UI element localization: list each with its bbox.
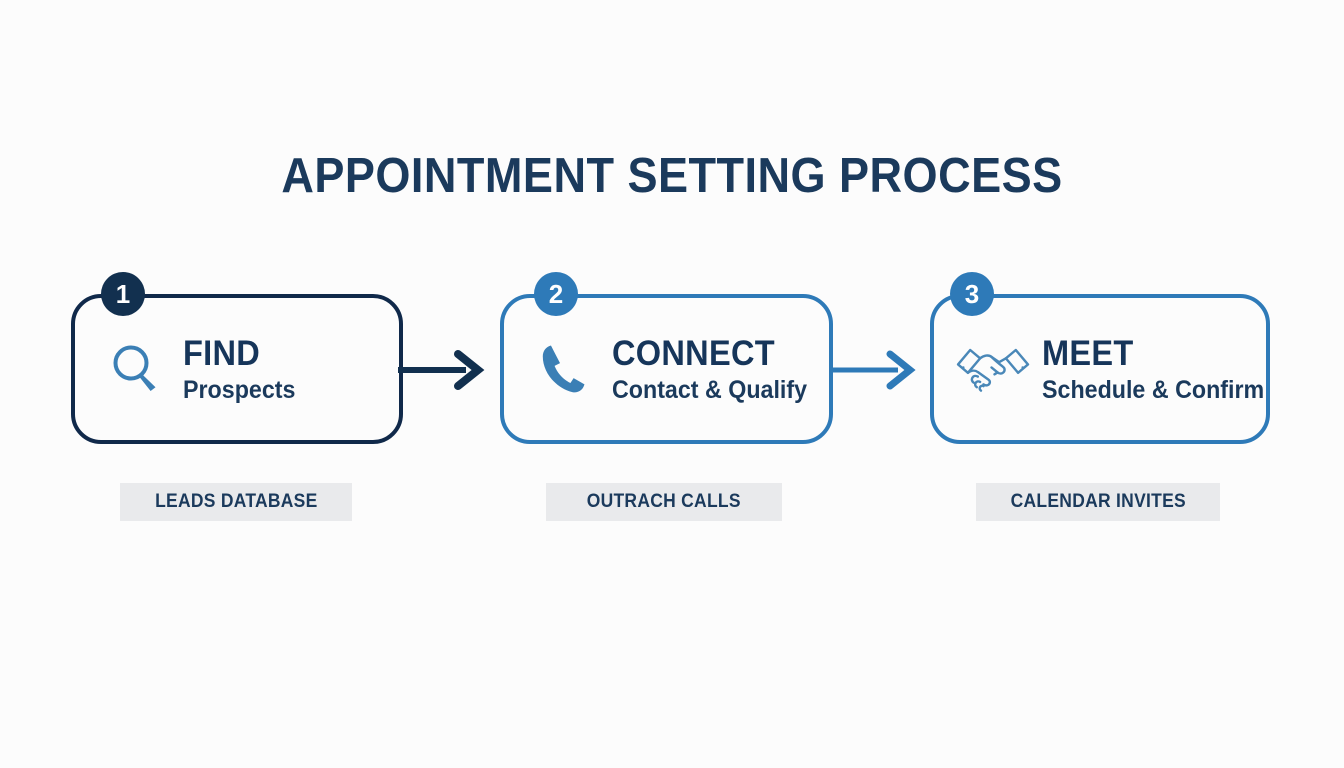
caption-label: CALENDAR INVITES (1010, 491, 1186, 512)
process-step-card-find[interactable]: FIND Prospects (71, 294, 403, 444)
process-step-card-meet[interactable]: MEET Schedule & Confirm (930, 294, 1270, 444)
step-subtitle: Contact & Qualify (612, 375, 808, 404)
arrow-step2-to-step3 (830, 348, 922, 392)
step-caption-tag-calendar-invites: CALENDAR INVITES (976, 483, 1220, 521)
step-caption-tag-leads-database: LEADS DATABASE (120, 483, 352, 521)
handshake-icon (954, 338, 1032, 400)
card-content: FIND Prospects (75, 298, 399, 440)
caption-label: LEADS DATABASE (154, 491, 318, 512)
step-subtitle: Prospects (183, 375, 296, 404)
step-caption-tag-outrach-calls: OUTRACH CALLS (546, 483, 782, 521)
process-step-card-connect[interactable]: CONNECT Contact & Qualify (500, 294, 833, 444)
step-number-badge-1: 1 (101, 272, 145, 316)
card-content: CONNECT Contact & Qualify (504, 298, 829, 440)
arrow-step1-to-step2 (398, 348, 490, 392)
page-title: APPOINTMENT SETTING PROCESS (281, 149, 1063, 203)
step-number-label: 2 (548, 278, 564, 309)
step-number-badge-2: 2 (534, 272, 578, 316)
card-content: MEET Schedule & Confirm (934, 298, 1266, 440)
card-text: CONNECT Contact & Qualify (612, 336, 822, 403)
phone-handset-icon (534, 338, 596, 400)
card-text: FIND Prospects (183, 336, 304, 403)
step-title: FIND (183, 333, 261, 373)
step-number-badge-3: 3 (950, 272, 994, 316)
step-title: MEET (1042, 333, 1134, 373)
magnifying-glass-icon (105, 338, 167, 400)
step-title: CONNECT (612, 333, 775, 373)
card-text: MEET Schedule & Confirm (1042, 336, 1281, 403)
step-number-label: 1 (115, 278, 131, 309)
step-number-label: 3 (964, 278, 980, 309)
step-subtitle: Schedule & Confirm (1042, 375, 1265, 404)
caption-label: OUTRACH CALLS (586, 491, 742, 512)
